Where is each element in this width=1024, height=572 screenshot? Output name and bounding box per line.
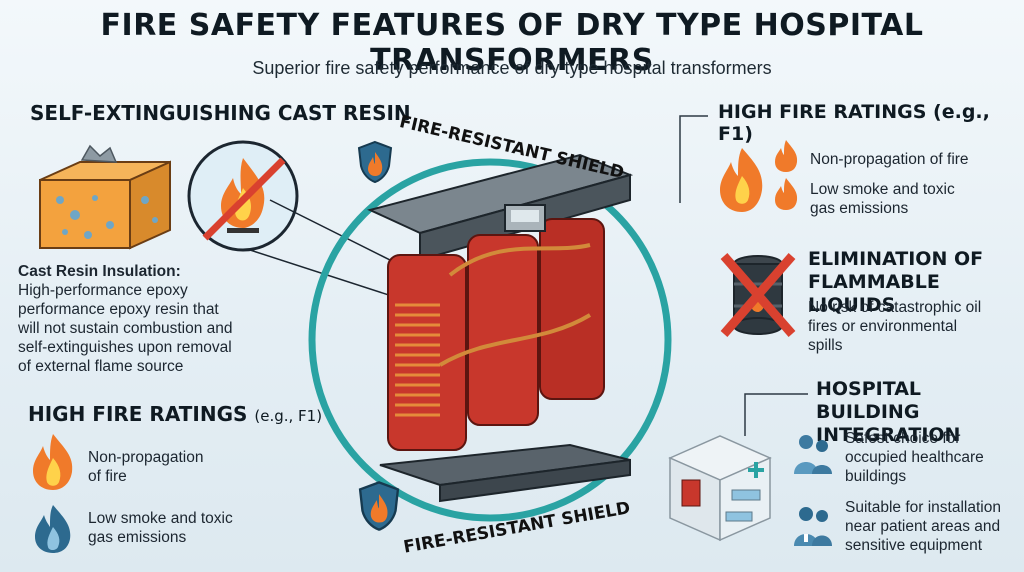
right-rating-item-2: Low smoke and toxic gas emissions	[810, 180, 955, 218]
transformer-illustration	[308, 153, 672, 522]
people-icon	[794, 435, 832, 474]
flames-icon	[720, 140, 798, 212]
hospital-item-1: Safest choice for occupied healthcare bu…	[845, 429, 984, 486]
liquids-heading-line: FLAMMABLE LIQUIDS	[808, 271, 940, 316]
left-rating-item-1: Non-propagation of fire	[88, 448, 203, 486]
hospital-heading-line: INTEGRATION	[816, 424, 961, 446]
page-title: FIRE SAFETY FEATURES OF DRY TYPE HOSPITA…	[100, 8, 924, 78]
smoke-flame-icon	[35, 505, 71, 553]
right-rating-item-1: Non-propagation of fire	[810, 151, 969, 168]
hospital-item-1-line: occupied healthcare	[845, 449, 984, 466]
cast-resin-heading: SELF-EXTINGUISHING CAST RESIN	[30, 101, 411, 125]
hospital-item-2-line: Suitable for installation	[845, 499, 1001, 516]
callout-line-right-bottom	[744, 393, 808, 436]
cast-resin-desc-title: Cast Resin Insulation:	[18, 263, 181, 280]
left-rating-item-1-line: of fire	[88, 468, 127, 485]
liquids-heading-line: ELIMINATION OF	[808, 248, 984, 270]
left-ratings-heading-note: (e.g., F1)	[254, 407, 323, 425]
medical-staff-icon	[794, 507, 832, 546]
hospital-room-icon	[668, 435, 772, 542]
left-rating-item-2: Low smoke and toxic gas emissions	[88, 509, 233, 547]
hospital-item-2-line: sensitive equipment	[845, 537, 982, 554]
hospital-item-1-line: buildings	[845, 468, 907, 485]
cast-resin-desc-line: of external flame source	[18, 358, 184, 375]
left-ratings-heading: HIGH FIRE RATINGS (e.g., F1)	[28, 402, 322, 426]
page-subtitle: Superior fire safety performance of dry …	[252, 58, 772, 78]
liquids-desc-line: No risk of catastrophic oil	[808, 299, 982, 316]
right-rating-item-2-line: Low smoke and toxic	[810, 181, 955, 198]
hospital-heading: HOSPITAL BUILDING INTEGRATION	[816, 378, 1024, 447]
resin-block-icon	[39, 144, 171, 250]
callout-line-right-top	[679, 115, 708, 203]
cast-resin-description: Cast Resin Insulation: High-performance …	[18, 262, 318, 376]
no-flame-icon	[187, 140, 299, 252]
cast-resin-desc-line: performance epoxy resin that	[18, 301, 219, 318]
shield-fire-icon-top	[357, 140, 393, 184]
shield-fire-icon-bottom	[358, 481, 400, 531]
left-rating-item-1-line: Non-propagation	[88, 449, 204, 466]
hospital-item-2-line: near patient areas and	[845, 518, 1001, 535]
left-rating-item-2-line: Low smoke and toxic	[88, 510, 233, 527]
right-rating-item-2-line: gas emissions	[810, 200, 909, 217]
left-ratings-heading-main: HIGH FIRE RATINGS	[28, 402, 248, 426]
right-ratings-heading: HIGH FIRE RATINGS (e.g., F1)	[718, 101, 990, 145]
liquids-desc-line: spills	[808, 337, 843, 354]
hospital-heading-line: HOSPITAL BUILDING	[816, 378, 922, 423]
hospital-item-1-line: Safest choice for	[845, 430, 961, 447]
cast-resin-desc-line: will not sustain combustion and	[18, 320, 233, 337]
left-rating-item-2-line: gas emissions	[88, 529, 187, 546]
flame-icon	[33, 434, 73, 490]
liquids-desc-line: fires or environmental	[808, 318, 958, 335]
liquids-heading: ELIMINATION OF FLAMMABLE LIQUIDS	[808, 248, 1024, 317]
liquids-description: No risk of catastrophic oil fires or env…	[808, 298, 981, 355]
cast-resin-desc-line: High-performance epoxy	[18, 282, 188, 299]
crossed-oil-barrel-icon	[720, 253, 796, 337]
hospital-item-2: Suitable for installation near patient a…	[845, 498, 1001, 555]
cast-resin-desc-line: self-extinguishes upon removal	[18, 339, 232, 356]
